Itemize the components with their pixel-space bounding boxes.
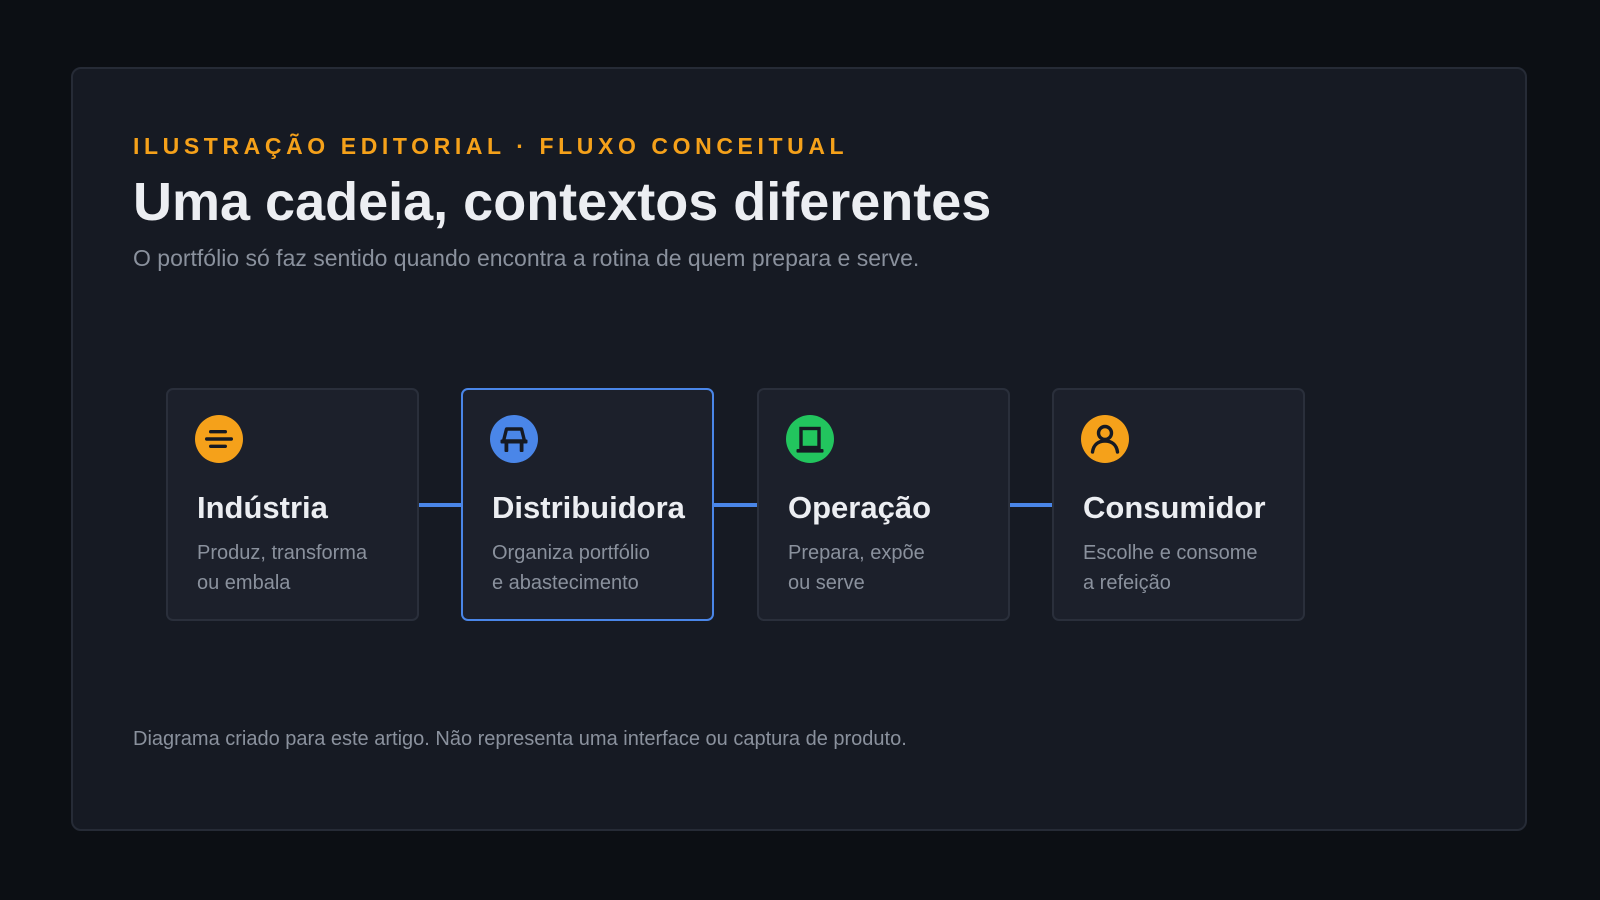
page-subtitle: O portfólio só faz sentido quando encont…	[133, 245, 920, 271]
stage-description: Organiza portfólio e abastecimento	[492, 542, 650, 594]
stage-card-operacao: Operação Prepara, expõe ou serve	[757, 388, 1010, 621]
connector-line	[415, 503, 465, 507]
footnote: Diagrama criado para este artigo. Não re…	[133, 728, 907, 750]
distribution-icon	[490, 415, 538, 463]
stage-title: Indústria	[197, 490, 328, 525]
page-title: Uma cadeia, contextos diferentes	[133, 172, 992, 232]
connector-line	[1005, 503, 1055, 507]
diagram-panel: ILUSTRAÇÃO EDITORIAL · FLUXO CONCEITUAL …	[71, 67, 1527, 831]
stage-card-industria: Indústria Produz, transforma ou embala	[166, 388, 419, 621]
stage-title: Consumidor	[1083, 490, 1266, 525]
industry-icon	[195, 415, 243, 463]
stage-description: Escolhe e consome a refeição	[1083, 542, 1258, 594]
flow-chain: Indústria Produz, transforma ou embala D…	[73, 69, 1525, 829]
stage-title: Distribuidora	[492, 490, 685, 525]
consumer-icon	[1081, 415, 1129, 463]
operation-icon	[786, 415, 834, 463]
stage-title: Operação	[788, 490, 932, 525]
connector-line	[710, 503, 760, 507]
stage-card-consumidor: Consumidor Escolhe e consome a refeição	[1052, 388, 1305, 621]
eyebrow-label: ILUSTRAÇÃO EDITORIAL · FLUXO CONCEITUAL	[133, 133, 849, 159]
stage-description: Produz, transforma ou embala	[197, 542, 368, 594]
stage-description: Prepara, expõe ou serve	[788, 542, 925, 594]
stage-card-distribuidora: Distribuidora Organiza portfólio e abast…	[461, 388, 714, 621]
